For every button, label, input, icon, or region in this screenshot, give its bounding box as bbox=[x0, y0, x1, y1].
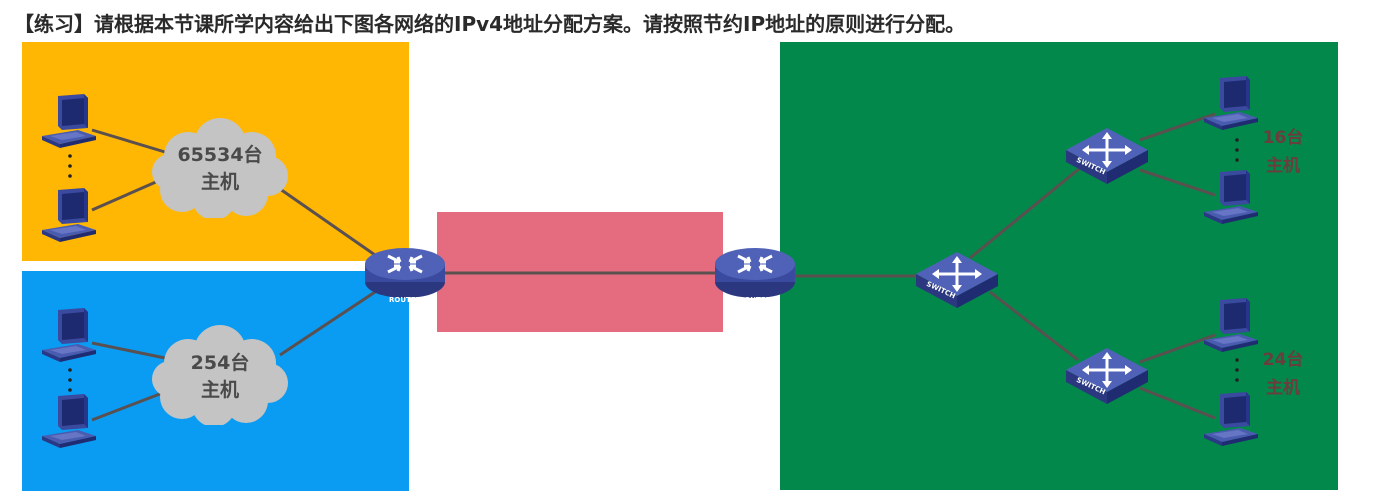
host-group-label-line2: 主机 bbox=[1250, 374, 1316, 402]
computer-icon bbox=[42, 94, 96, 148]
router-icon bbox=[365, 248, 445, 298]
router-icon bbox=[715, 248, 795, 298]
cloud-label-line1: 65534台 bbox=[160, 142, 280, 169]
computer-icon bbox=[42, 308, 96, 362]
router-label: ROUTER bbox=[389, 296, 422, 304]
host-group-label-line1: 24台 bbox=[1250, 346, 1316, 374]
cloud-host-count-label: 254台 主机 bbox=[160, 350, 280, 404]
host-group-label: 16台 主机 bbox=[1250, 124, 1316, 180]
computer-icon bbox=[1204, 298, 1258, 352]
computer-icon bbox=[1204, 76, 1258, 130]
cloud-label-line1: 254台 bbox=[160, 350, 280, 377]
router-label: ROUTER bbox=[739, 296, 772, 304]
cloud-label-line2: 主机 bbox=[160, 377, 280, 404]
cloud-label-line2: 主机 bbox=[160, 169, 280, 196]
host-group-label: 24台 主机 bbox=[1250, 346, 1316, 402]
computer-icon bbox=[42, 188, 96, 242]
computer-icon bbox=[42, 394, 96, 448]
cloud-host-count-label: 65534台 主机 bbox=[160, 142, 280, 196]
host-group-label-line2: 主机 bbox=[1250, 152, 1316, 180]
host-group-label-line1: 16台 bbox=[1250, 124, 1316, 152]
